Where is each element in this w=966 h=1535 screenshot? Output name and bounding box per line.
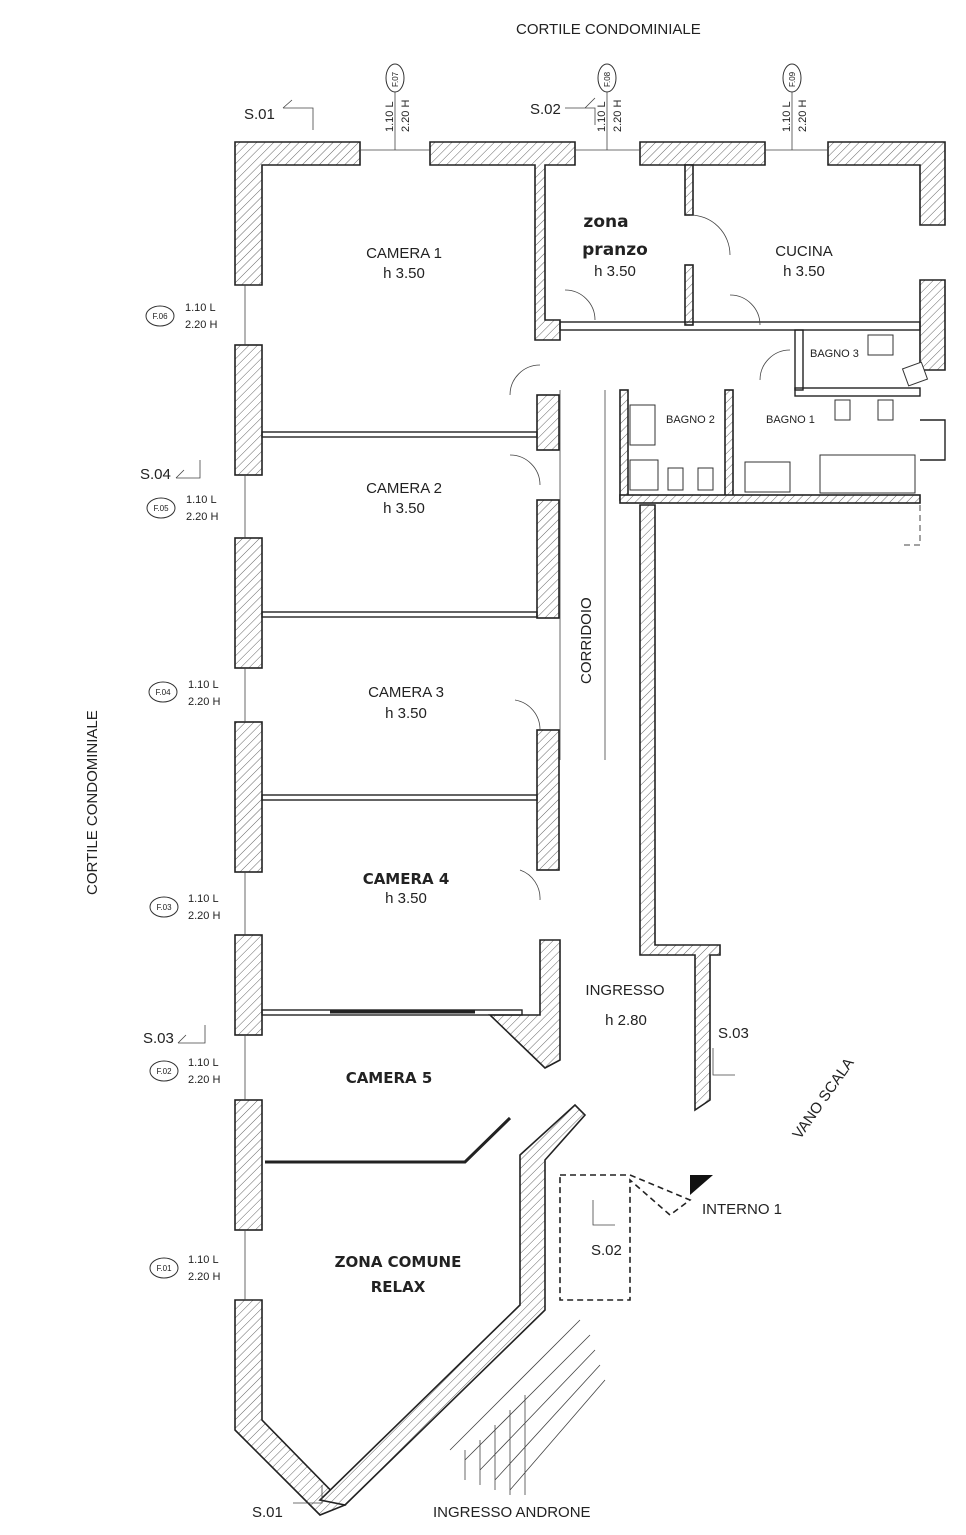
window-tag-f07: F.07 1.10 L 2.20 H <box>384 63 412 150</box>
window-tag-f04: F.04 1.10 L 2.20 H <box>148 679 220 708</box>
room-name: CAMERA 2 <box>366 480 442 497</box>
interno-label: INTERNO 1 <box>702 1201 782 1218</box>
bathroom-fixtures <box>629 334 929 494</box>
window-id: F.09 <box>788 71 797 87</box>
window-width: 1.10 L <box>186 494 217 506</box>
window-tag-f03: F.03 1.10 L 2.20 H <box>149 893 220 922</box>
window-width: 1.10 L <box>188 893 219 905</box>
exterior-walls <box>234 141 946 1516</box>
courtyard-top-label: CORTILE CONDOMINIALE <box>516 21 701 38</box>
window-height: 2.20 H <box>400 100 412 132</box>
ingresso-androne-label: INGRESSO ANDRONE <box>433 1504 591 1521</box>
window-tag-f09: F.09 1.10 L 2.20 H <box>781 63 809 150</box>
room-name: CAMERA 4 <box>363 870 450 888</box>
window-height: 2.20 H <box>188 910 220 922</box>
window-width: 1.10 L <box>384 101 396 132</box>
partitions <box>261 321 946 1164</box>
window-width: 1.10 L <box>596 101 608 132</box>
room-zona-comune: ZONA COMUNE RELAX <box>335 1253 462 1296</box>
section-markers: S.01 S.02 S.04 S.03 S.03 S.02 S.01 <box>140 97 749 1521</box>
window-tag-f01: F.01 1.10 L 2.20 H <box>149 1254 220 1283</box>
room-corridoio: CORRIDOIO <box>578 597 595 684</box>
room-height: h 3.50 <box>385 705 427 722</box>
room-cucina: CUCINA h 3.50 <box>775 243 833 280</box>
room-height: h 3.50 <box>383 500 425 517</box>
room-bagno-2: BAGNO 2 <box>666 414 715 426</box>
section-s03-left: S.03 <box>143 1030 174 1047</box>
entrance-arrow-icon <box>690 1175 713 1195</box>
room-name: CAMERA 1 <box>366 245 442 262</box>
window-tag-f06: F.06 1.10 L 2.20 H <box>145 302 217 331</box>
room-camera-4: CAMERA 4 h 3.50 <box>363 870 450 907</box>
room-name: CUCINA <box>775 243 833 260</box>
window-width: 1.10 L <box>188 1057 219 1069</box>
window-id: F.08 <box>603 71 612 87</box>
section-s04: S.04 <box>140 466 171 483</box>
window-id: F.04 <box>155 688 171 697</box>
window-height: 2.20 H <box>188 1074 220 1086</box>
room-camera-2: CAMERA 2 h 3.50 <box>366 480 442 517</box>
window-id: F.07 <box>391 71 400 87</box>
window-width: 1.10 L <box>781 101 793 132</box>
room-camera-3: CAMERA 3 h 3.50 <box>368 684 444 722</box>
window-id: F.01 <box>156 1264 172 1273</box>
section-s02-bottom: S.02 <box>591 1242 622 1259</box>
window-id: F.06 <box>152 312 168 321</box>
room-camera-1: CAMERA 1 h 3.50 <box>366 245 442 282</box>
section-s02-top: S.02 <box>530 101 561 118</box>
window-id: F.02 <box>156 1067 172 1076</box>
window-width: 1.10 L <box>188 1254 219 1266</box>
room-ingresso: INGRESSO h 2.80 <box>585 982 664 1029</box>
window-height: 2.20 H <box>612 100 624 132</box>
window-height: 2.20 H <box>188 1271 220 1283</box>
window-height: 2.20 H <box>797 100 809 132</box>
window-tag-f02: F.02 1.10 L 2.20 H <box>149 1057 220 1086</box>
room-name: CAMERA 3 <box>368 684 444 701</box>
room-camera-5: CAMERA 5 <box>346 1069 433 1087</box>
door-swings <box>509 214 791 901</box>
room-name: zona <box>583 212 628 232</box>
room-bagno-1: BAGNO 1 <box>766 414 815 426</box>
room-zona-pranzo: zona pranzo h 3.50 <box>582 212 648 280</box>
room-height: h 3.50 <box>594 263 636 280</box>
room-name: ZONA COMUNE <box>335 1253 462 1271</box>
window-height: 2.20 H <box>186 511 218 523</box>
room-name-2: RELAX <box>371 1278 426 1296</box>
section-s01-top: S.01 <box>244 106 275 123</box>
vano-scala-label: VANO SCALA <box>789 1055 857 1142</box>
room-name-2: pranzo <box>582 240 648 260</box>
courtyard-left-label: CORTILE CONDOMINIALE <box>84 710 101 895</box>
window-id: F.05 <box>153 504 169 513</box>
room-height: h 3.50 <box>385 890 427 907</box>
window-width: 1.10 L <box>185 302 216 314</box>
room-height: h 3.50 <box>383 265 425 282</box>
window-tag-f08: F.08 1.10 L 2.20 H <box>596 63 624 150</box>
room-height: h 2.80 <box>605 1012 647 1029</box>
room-height: h 3.50 <box>783 263 825 280</box>
section-s01-bottom: S.01 <box>252 1504 283 1521</box>
window-width: 1.10 L <box>188 679 219 691</box>
room-name: INGRESSO <box>585 982 664 999</box>
stairs <box>449 1319 606 1495</box>
window-openings <box>244 149 828 1300</box>
section-s03-right: S.03 <box>718 1025 749 1042</box>
window-id: F.03 <box>156 903 172 912</box>
window-height: 2.20 H <box>188 696 220 708</box>
window-height: 2.20 H <box>185 319 217 331</box>
room-bagno-3: BAGNO 3 <box>810 348 859 360</box>
window-tag-f05: F.05 1.10 L 2.20 H <box>146 494 218 523</box>
